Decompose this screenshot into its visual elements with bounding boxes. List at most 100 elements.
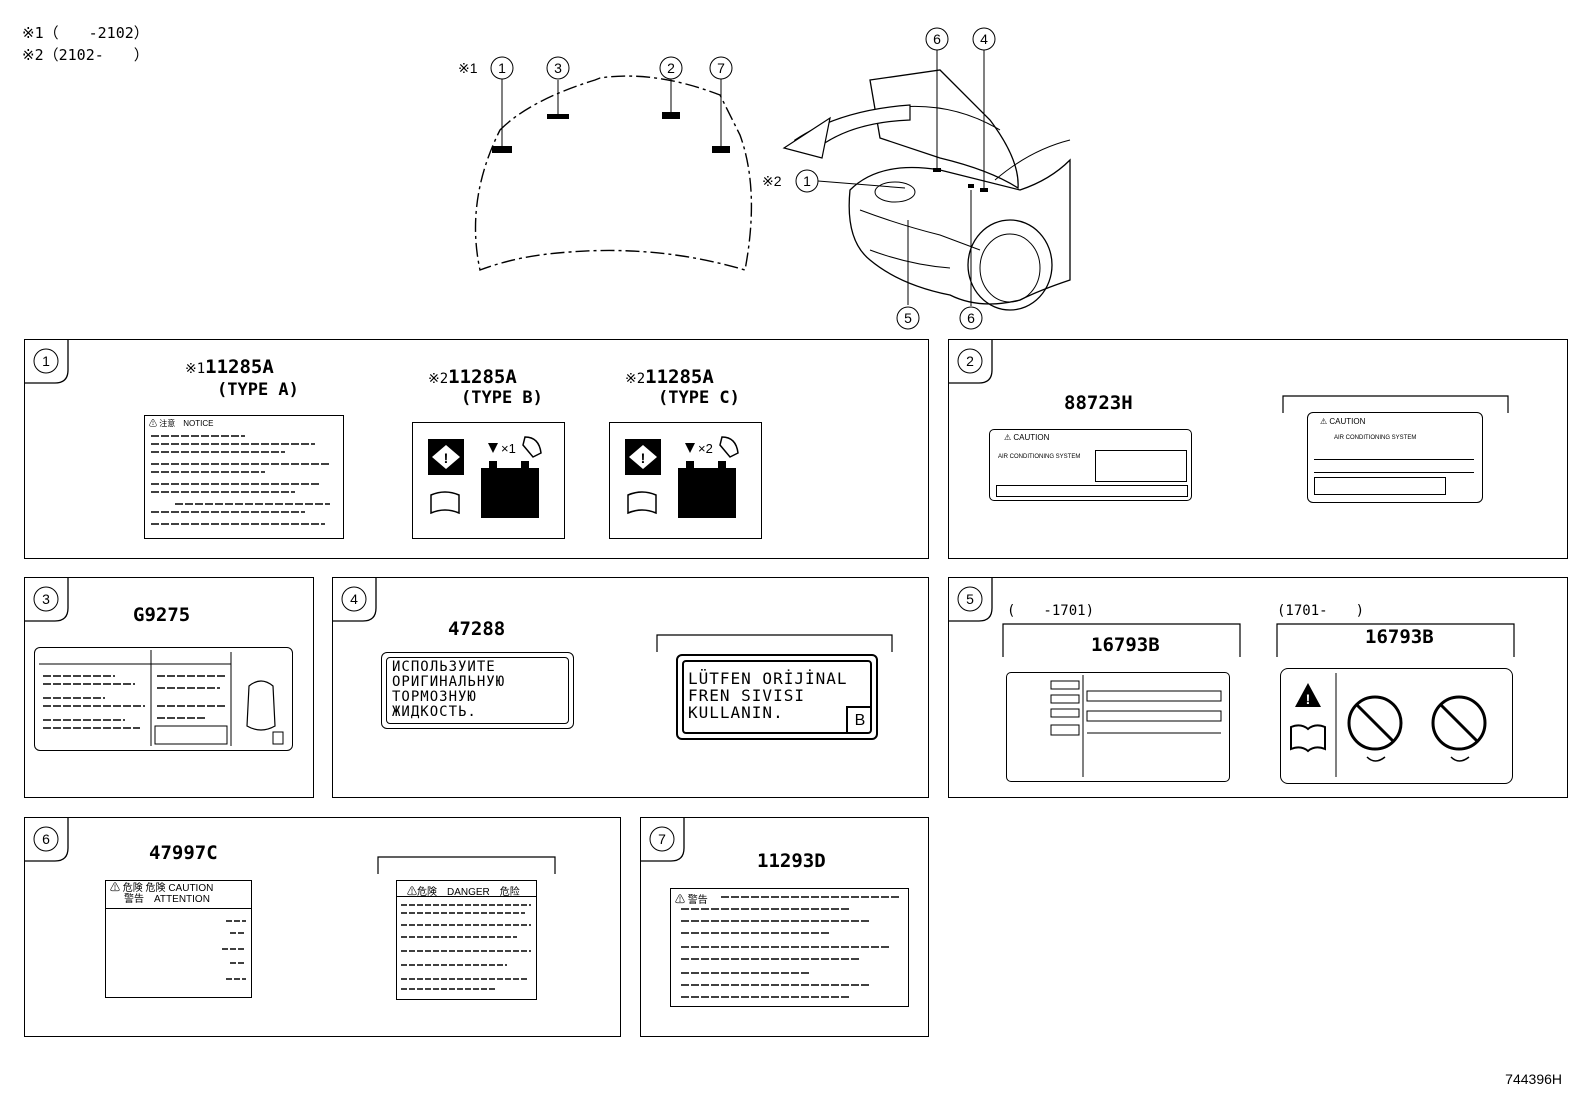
car-callout-6-bottom: 6 (967, 310, 975, 326)
p3-label (34, 647, 293, 751)
p6-left-header: ⚠ 危険 危険 CAUTION 警告 ATTENTION (110, 883, 214, 905)
p3-label-content (39, 650, 284, 746)
car-callout-4: 4 (980, 31, 988, 47)
hood-callout-2: 2 (667, 60, 675, 76)
p5-left-bracket (1002, 623, 1241, 657)
p4-tr-badge: B (846, 706, 872, 734)
p4-tr-text: LÜTFEN ORİJİNAL FREN SIVISI KULLANIN. (688, 669, 848, 722)
panel-1-number: 1 (42, 353, 50, 369)
hood-label-3-marker (547, 114, 569, 119)
p1-typeC-partno: ※211285A (625, 366, 714, 388)
panel-7: 7 11293D ⚠ 警告 (640, 817, 929, 1037)
p1-typeB-multiplier: ×1 (501, 441, 516, 456)
p6-left-label: ⚠ 危険 危険 CAUTION 警告 ATTENTION (105, 880, 252, 998)
car-front-overview-diagram: 6 4 ※2 1 5 6 (762, 27, 1071, 330)
warning-triangle-icon (1295, 683, 1321, 707)
p4-variant-bracket (656, 634, 893, 652)
p1-typeA-partno: ※111285A (185, 356, 274, 378)
funnel-icon (719, 436, 739, 458)
p1-typeC-pictograms: ! ×2 (625, 436, 739, 518)
p1-typeA-type: (TYPE A) (217, 380, 299, 400)
car-callout-6-top: 6 (933, 31, 941, 47)
p7-label: ⚠ 警告 (670, 888, 909, 1007)
hood-label-2-marker (662, 112, 680, 119)
p3-partno: G9275 (133, 604, 191, 626)
p2-label2-header: ⚠ CAUTION (1320, 417, 1366, 426)
car-callout-1: 1 (803, 173, 811, 189)
p7-header: ⚠ 警告 (675, 895, 708, 906)
svg-text:!: ! (641, 450, 646, 466)
p2-label1-sub: AIR CONDITIONING SYSTEM (998, 454, 1081, 460)
p1-typeC-label: ! ×2 (609, 422, 762, 539)
manual-book-icon (627, 491, 657, 515)
p1-typeA-header: ⚠ 注意 NOTICE (149, 419, 214, 428)
panel-number-tab: 6 (25, 818, 69, 862)
p4-ru-label: ИСПОЛЬЗУИТЕ ОРИГИНАЛЬНУЮ ТОРМОЗНУЮ ЖИДКО… (381, 652, 574, 729)
p4-tr-label: LÜTFEN ORİJİNAL FREN SIVISI KULLANIN. B (676, 654, 878, 740)
p1-typeB-partno: ※211285A (428, 366, 517, 388)
drop-icon (488, 443, 498, 453)
p5-left-range: ( -1701) (1007, 603, 1095, 619)
p1-typeB-pictograms: ! ×1 (428, 436, 542, 518)
car-callout-5: 5 (904, 310, 912, 326)
legend-note-2: ※2（2102- ） (22, 46, 149, 64)
hood-callout-7: 7 (717, 60, 725, 76)
p5-left-label (1006, 672, 1230, 782)
panel-2-number: 2 (966, 353, 974, 369)
panel-6-number: 6 (42, 831, 50, 847)
p5-right-pictograms: ! (1290, 673, 1487, 777)
p4-ru-text: ИСПОЛЬЗУИТЕ ОРИГИНАЛЬНУЮ ТОРМОЗНУЮ ЖИДКО… (392, 659, 506, 720)
panel-4: 4 47288 ИСПОЛЬЗУИТЕ ОРИГИНАЛЬНУЮ ТОРМОЗН… (332, 577, 929, 798)
hood-label-7-marker (712, 146, 730, 153)
p5-left-label-content (1050, 675, 1222, 777)
panel-6: 6 47997C ⚠ 危険 危険 CAUTION 警告 ATTENTION ⚠危… (24, 817, 621, 1037)
p5-left-partno: 16793B (1091, 634, 1160, 656)
p1-typeC-type: (TYPE C) (658, 388, 740, 408)
hood-label-1-marker (492, 146, 512, 153)
panel-number-tab: 5 (949, 578, 993, 622)
p2-variant-bracket (1282, 395, 1509, 413)
document-id: 744396H (1505, 1071, 1562, 1087)
panel-5-number: 5 (966, 591, 974, 607)
drop-icon (685, 443, 695, 453)
hood-callout-1: 1 (498, 60, 506, 76)
panel-2: 2 88723H ⚠ CAUTION AIR CONDITIONING SYST… (948, 339, 1568, 559)
p1-typeA-text-lines (151, 435, 330, 525)
no-tool-fan-icon (1431, 695, 1487, 751)
panel-4-number: 4 (350, 591, 358, 607)
p4-partno: 47288 (448, 618, 506, 640)
p2-label-1: ⚠ CAUTION AIR CONDITIONING SYSTEM (989, 429, 1192, 501)
p5-right-range: (1701- ) (1277, 603, 1365, 619)
panel-number-tab: 7 (641, 818, 685, 862)
panel-number-tab: 1 (25, 340, 69, 384)
p2-label1-header: ⚠ CAUTION (1004, 433, 1050, 442)
p1-typeC-multiplier: ×2 (698, 441, 713, 456)
manual-book-icon (430, 491, 460, 515)
panel-7-number: 7 (658, 831, 666, 847)
p1-typeA-label: ⚠ 注意 NOTICE (144, 415, 344, 539)
no-touch-fan-icon (1347, 695, 1403, 751)
p6-right-header: ⚠危険 DANGER 危险 (407, 887, 520, 898)
p5-right-label: ! (1280, 668, 1513, 784)
p2-label-2: ⚠ CAUTION AIR CONDITIONING SYSTEM (1307, 412, 1483, 503)
svg-text:!: ! (444, 450, 449, 466)
panel-3-number: 3 (42, 591, 50, 607)
panel-5: 5 ( -1701) 16793B (1701- ) 16793B ! (948, 577, 1568, 798)
manual-book-icon (1290, 724, 1326, 753)
p2-partno: 88723H (1064, 392, 1133, 414)
p1-typeB-type: (TYPE B) (461, 388, 543, 408)
svg-text:!: ! (1306, 691, 1311, 707)
panel-1: 1 ※111285A (TYPE A) ⚠ 注意 NOTICE ※211285A… (24, 339, 929, 559)
legend: ※1（ -2102） ※2（2102- ） (22, 22, 149, 66)
p5-right-partno: 16793B (1365, 626, 1434, 648)
panel-number-tab: 3 (25, 578, 69, 622)
panel-number-tab: 4 (333, 578, 377, 622)
car-callout-1-prefix: ※2 (762, 173, 782, 189)
car-top-view-icon (246, 680, 276, 731)
p2-label2-sub: AIR CONDITIONING SYSTEM (1334, 435, 1417, 441)
funnel-icon (522, 436, 542, 458)
hood-callout-1-prefix: ※1 (458, 60, 478, 76)
p5-right-bracket (1276, 623, 1515, 657)
p6-variant-bracket (377, 856, 556, 874)
p1-typeB-label: ! ×1 (412, 422, 565, 539)
